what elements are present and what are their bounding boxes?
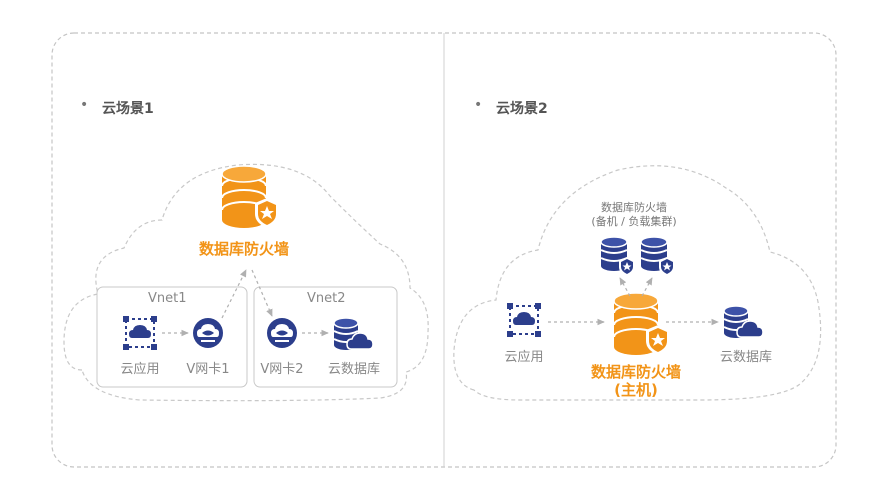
scene1-vnic2-icon bbox=[266, 317, 298, 349]
scene1-firewall-label: 数据库防火墙 bbox=[198, 240, 289, 258]
scene1-vnic1-label: V网卡1 bbox=[186, 362, 230, 377]
scene1-vnic2-label: V网卡2 bbox=[260, 362, 304, 377]
scene2-cloud-app-icon bbox=[506, 302, 542, 338]
scene1-bullet: • bbox=[80, 97, 89, 113]
scene2-cloud-db-label: 云数据库 bbox=[719, 350, 772, 365]
arrow-firewall-to-vnic2 bbox=[251, 269, 273, 317]
scene1-vnet2-label: Vnet2 bbox=[307, 291, 346, 306]
vnet1-box bbox=[96, 286, 248, 388]
scene1-vnet1-label: Vnet1 bbox=[148, 291, 187, 306]
arrow-vnic1-to-firewall bbox=[221, 269, 247, 319]
scene1-cloud-outline bbox=[63, 163, 429, 402]
vnet2-box bbox=[253, 286, 398, 388]
scene2-backup-shield1-icon bbox=[619, 257, 635, 276]
scene1-title: 云场景1 bbox=[102, 101, 154, 117]
scene2-bullet: • bbox=[474, 97, 483, 113]
scene1-cloud-db-icon bbox=[333, 317, 374, 351]
scene1-vnic1-icon bbox=[192, 317, 224, 349]
scene2-firewall-label-line1: 数据库防火墙 bbox=[590, 363, 681, 381]
scene2-backup-label-line2: (备机 / 负载集群) bbox=[591, 215, 677, 228]
scene2-title: 云场景2 bbox=[496, 101, 548, 117]
scene1-cloud-app-label: 云应用 bbox=[120, 362, 160, 377]
scene2-backup-shield2-icon bbox=[659, 257, 675, 276]
scene1-cloud-app-icon bbox=[122, 315, 158, 351]
scene2-cloud-db-icon bbox=[723, 305, 764, 339]
scene1-cloud-db-label: 云数据库 bbox=[327, 362, 380, 377]
scene2-firewall-label-line2: (主机) bbox=[614, 381, 658, 399]
scene2-backup-label-line1: 数据库防火墙 bbox=[601, 201, 667, 214]
scene2-cloud-app-label: 云应用 bbox=[504, 350, 544, 365]
scene2-cloud-outline bbox=[453, 165, 822, 401]
